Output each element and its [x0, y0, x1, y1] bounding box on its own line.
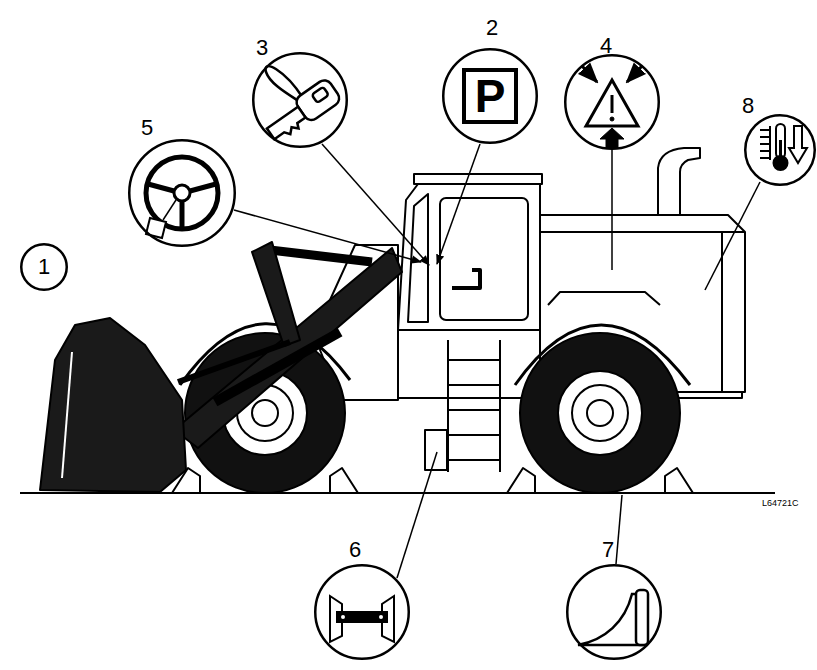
- warning-symbol: [582, 66, 642, 148]
- circle-outline: [21, 244, 67, 290]
- ladder: [448, 340, 500, 472]
- bucket-highlight: [62, 352, 72, 478]
- front-window: [408, 194, 428, 322]
- temperature-symbol: [760, 124, 807, 170]
- leader-line: [616, 495, 622, 564]
- circle-outline: [315, 565, 409, 659]
- callout-circle: 7: [566, 564, 662, 660]
- hand-rail: [548, 292, 660, 305]
- leader-line: [322, 144, 429, 265]
- circle-outline: [565, 55, 659, 149]
- leader-lines: [234, 144, 760, 578]
- circle-outline: [252, 52, 348, 148]
- callout-circle: 3: [252, 52, 348, 148]
- cab-roof: [414, 174, 542, 184]
- tilt-cylinder: [270, 250, 372, 262]
- callout-number: 5: [141, 117, 153, 139]
- circle-outline: [567, 565, 661, 659]
- bucket: [40, 318, 186, 492]
- exhaust-stack: [658, 148, 700, 215]
- key-symbol: [262, 66, 342, 145]
- lift-arm: [174, 248, 402, 448]
- wheel-loader: [20, 148, 775, 493]
- frame-lock-symbol: [330, 596, 394, 642]
- circle-outline: [128, 139, 236, 247]
- circle-outline: [314, 564, 410, 660]
- frame-lock: [425, 430, 447, 470]
- leader-line: [611, 150, 613, 270]
- circle-outline: [129, 140, 235, 246]
- chock-symbol: [578, 590, 648, 645]
- leader-line: [234, 210, 421, 262]
- callout-number: 3: [256, 37, 268, 59]
- callout-number: 7: [602, 539, 614, 561]
- door-window: [440, 198, 528, 320]
- callout-circle: 4: [564, 54, 660, 150]
- parking-sign: P: [462, 68, 518, 124]
- callout-circle: 5: [128, 139, 236, 247]
- circle-outline: [745, 115, 815, 185]
- callout-circle: 1: [20, 243, 68, 291]
- figure-code: L64721C: [762, 498, 799, 508]
- leader-line: [705, 182, 760, 290]
- callout-number: 4: [600, 35, 612, 57]
- callout-number: 8: [742, 95, 754, 117]
- bell-crank: [252, 242, 300, 346]
- callout-circle: 6: [314, 564, 410, 660]
- tilt-link: [178, 342, 290, 382]
- circle-outline: [566, 564, 662, 660]
- callout-circle: 2P: [442, 48, 538, 144]
- cab: [398, 184, 540, 330]
- circle-outline: [443, 49, 537, 143]
- circle-outline: [564, 54, 660, 150]
- callout-number: 2: [486, 17, 498, 39]
- rear-wheel: [520, 333, 680, 493]
- lift-cylinder: [215, 332, 340, 402]
- wheel-chock: [330, 468, 358, 493]
- leader-line: [437, 144, 480, 264]
- callout-number: 6: [349, 539, 361, 561]
- wheel-chock: [665, 468, 693, 493]
- seat: [452, 270, 480, 288]
- callout-circle: 8: [744, 114, 816, 186]
- steering-wheel-symbol: [146, 157, 218, 238]
- hood-edge: [540, 231, 745, 233]
- leader-line: [397, 452, 437, 578]
- callout-number: 1: [38, 256, 50, 278]
- circle-outline: [744, 114, 816, 186]
- wheel-chock: [507, 468, 535, 493]
- circle-outline: [253, 53, 347, 147]
